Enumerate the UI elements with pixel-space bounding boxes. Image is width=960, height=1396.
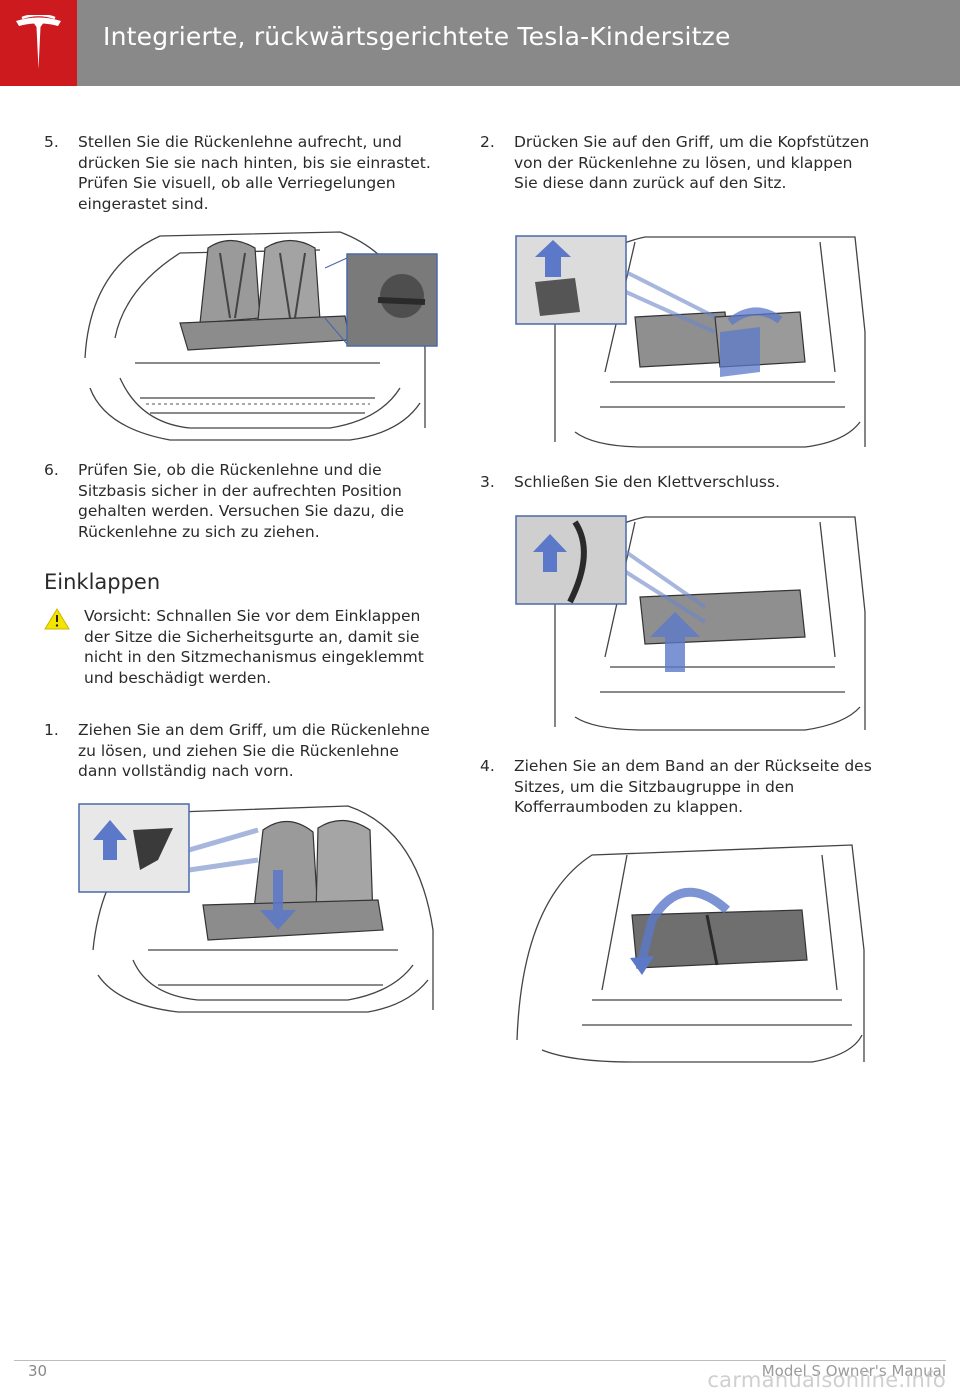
step-text: Stellen Sie die Rückenlehne aufrecht, un… [78, 133, 431, 213]
page-header: Integrierte, rückwärtsgerichtete Tesla-K… [0, 0, 960, 86]
warning-note: Vorsicht: Schnallen Sie vor dem Einklapp… [44, 606, 439, 688]
step-1: 1. Ziehen Sie an dem Griff, um die Rücke… [44, 720, 442, 782]
step-text: Ziehen Sie an dem Band an der Rückseite … [514, 757, 872, 816]
manual-title: Model S Owner's Manual [761, 1362, 946, 1380]
step-3: 3. Schließen Sie den Klettverschluss. [480, 472, 880, 493]
page-number: 30 [28, 1362, 48, 1380]
step-number: 4. [480, 757, 495, 775]
step-text: Prüfen Sie, ob die Rückenlehne und die S… [78, 461, 405, 541]
page-title: Integrierte, rückwärtsgerichtete Tesla-K… [103, 22, 731, 51]
footer-divider [14, 1360, 946, 1361]
section-heading: Einklappen [44, 570, 161, 594]
step-2: 2. Drücken Sie auf den Griff, um die Kop… [480, 132, 880, 194]
backrest-forward-illustration [78, 803, 434, 1013]
step-number: 2. [480, 133, 495, 151]
warning-triangle-icon [44, 608, 70, 630]
step-number: 5. [44, 133, 59, 151]
step-number: 3. [480, 473, 495, 491]
step-text: Schließen Sie den Klettverschluss. [514, 473, 780, 491]
step-6: 6. Prüfen Sie, ob die Rückenlehne und di… [44, 460, 442, 542]
step-text: Drücken Sie auf den Griff, um die Kopfst… [514, 133, 870, 192]
tesla-logo-icon [16, 15, 61, 69]
step-number: 6. [44, 461, 59, 479]
step-number: 1. [44, 721, 59, 739]
step-text: Ziehen Sie an dem Griff, um die Rückenle… [78, 721, 430, 780]
brand-logo [0, 0, 77, 86]
step-5: 5. Stellen Sie die Rückenlehne aufrecht,… [44, 132, 442, 214]
seat-upright-illustration [84, 231, 438, 441]
fold-into-floor-illustration [516, 844, 865, 1063]
step-4: 4. Ziehen Sie an dem Band an der Rücksei… [480, 756, 880, 818]
warning-text: Vorsicht: Schnallen Sie vor dem Einklapp… [84, 607, 424, 687]
watermark: carmanualsonline.info [707, 1368, 946, 1392]
headrest-release-illustration [515, 235, 866, 448]
velcro-illustration [515, 515, 866, 731]
